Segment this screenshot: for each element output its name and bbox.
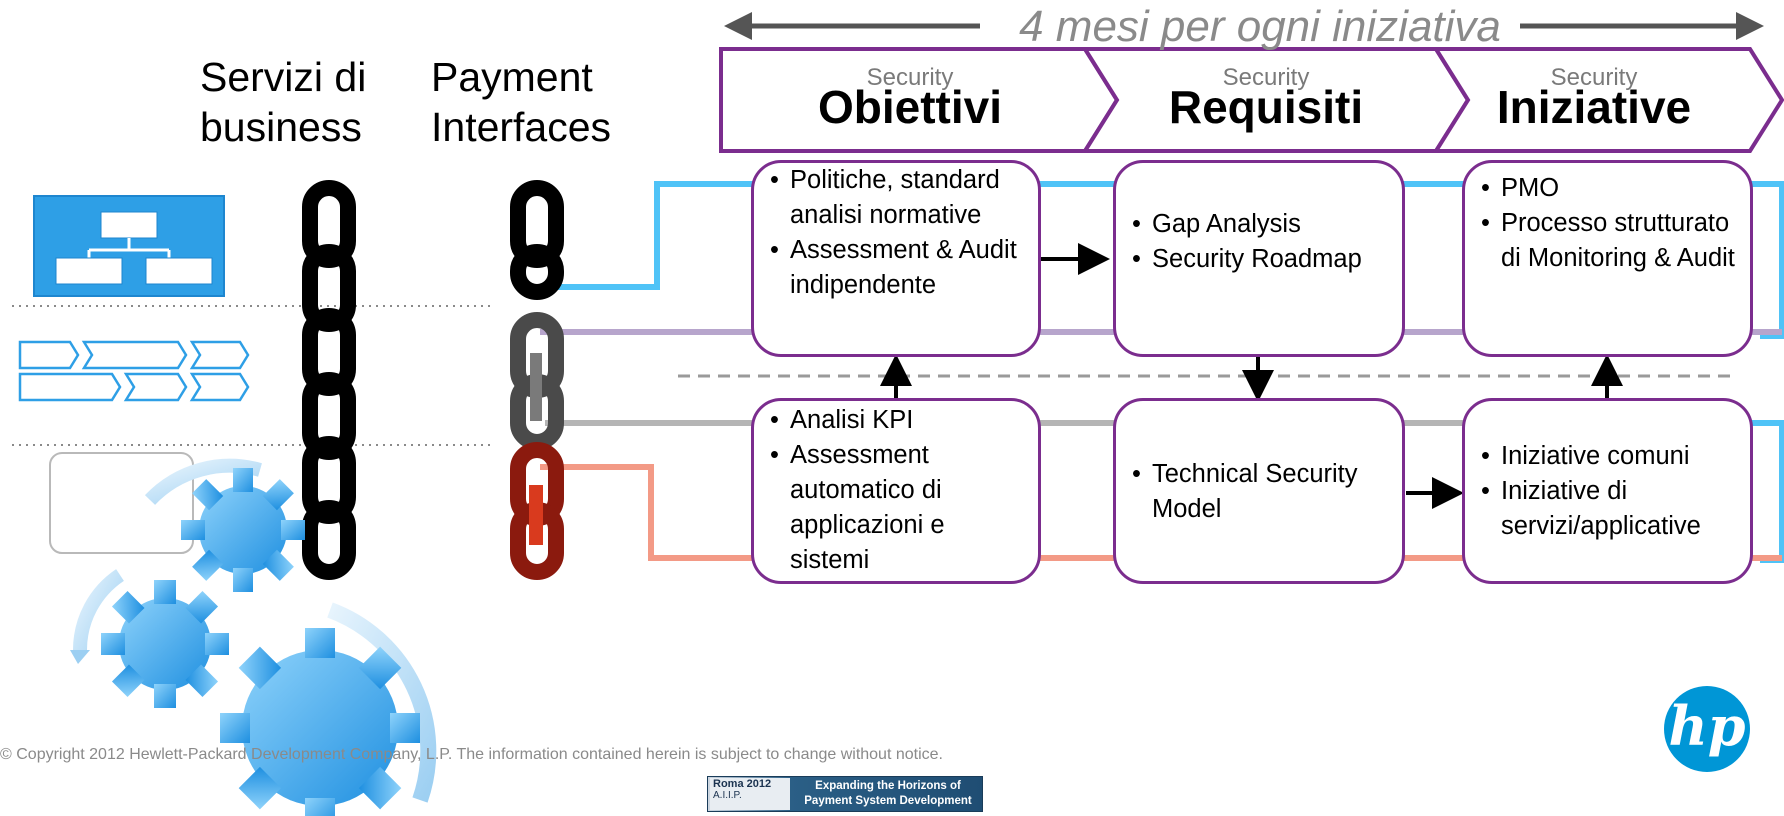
column-header-services-line2: business	[200, 104, 362, 150]
org-chart-icon	[33, 195, 225, 297]
phase-requisiti: Security Requisiti	[1116, 58, 1416, 148]
phase-obiettivi-small: Security	[866, 64, 954, 91]
phase-obiettivi: Security Obiettivi	[760, 58, 1060, 148]
phase-iniziative-title: Iniziative	[1496, 81, 1692, 133]
flow-line-gray-end	[1752, 420, 1784, 563]
box-requisiti-top: Gap Analysis Security Roadmap	[1113, 160, 1405, 357]
banner-right-panel: Expanding the Horizons of Payment System…	[794, 779, 982, 809]
flow-line-blue-end	[1752, 181, 1784, 339]
phase-iniziative: Security Iniziative	[1444, 58, 1744, 148]
timeline-arrow	[724, 12, 1764, 40]
box-obiettivi-bottom-item: Assessment automatico di applicazioni e …	[768, 438, 1024, 578]
box-obiettivi-top: Politiche, standard analisi normative As…	[751, 160, 1041, 357]
left-chain	[302, 180, 356, 580]
banner-left-panel: Roma 2012 A.I.I.P.	[710, 778, 790, 810]
column-header-services-line1: Servizi di	[200, 54, 367, 100]
phase-requisiti-title: Requisiti	[1168, 81, 1364, 133]
box-requisiti-top-item: Gap Analysis	[1130, 207, 1388, 242]
box-requisiti-bottom-item: Technical Security Model	[1130, 457, 1388, 527]
box-iniziative-bottom-item: Iniziative comuni	[1479, 439, 1736, 474]
gears-icon	[49, 452, 437, 816]
banner-left-line1: Roma 2012	[713, 778, 772, 790]
phase-chevrons	[719, 47, 1784, 153]
column-header-payment-line1: Payment	[431, 54, 593, 100]
copyright-notice: © Copyright 2012 Hewlett-Packard Develop…	[0, 746, 943, 763]
box-arrows	[880, 243, 1623, 509]
column-header-payment-line2: Interfaces	[431, 104, 612, 150]
banner-left-line2: A.I.I.P.	[713, 790, 742, 801]
chain-red-link-inner	[529, 485, 543, 545]
box-obiettivi-top-item: Politiche, standard analisi normative	[768, 163, 1024, 233]
timeline-duration-label: 4 mesi per ogni iniziativa	[1019, 2, 1501, 51]
conference-banner: Roma 2012 A.I.I.P. Expanding the Horizon…	[707, 776, 983, 812]
box-iniziative-bottom-item: Iniziative di servizi/applicative	[1479, 474, 1736, 544]
column-headers: Servizi di Payment business Interfaces	[200, 52, 611, 152]
banner-right-line1: Expanding the Horizons of	[815, 780, 961, 792]
box-iniziative-top-item: PMO	[1479, 171, 1736, 206]
chain-gray-link-inner	[530, 353, 542, 421]
row-separators	[12, 305, 1735, 446]
box-iniziative-top: PMO Processo strutturato di Monitoring &…	[1462, 160, 1753, 357]
hp-logo: hp	[1664, 686, 1750, 772]
phase-chevron-iniziative	[1432, 47, 1784, 153]
box-iniziative-bottom: Iniziative comuni Iniziative di servizi/…	[1462, 398, 1753, 584]
phase-iniziative-small: Security	[1550, 64, 1638, 91]
box-obiettivi-top-item: Assessment & Audit indipendente	[768, 233, 1024, 303]
box-requisiti-top-item: Security Roadmap	[1130, 242, 1388, 277]
phase-requisiti-small: Security	[1222, 64, 1310, 91]
phase-obiettivi-title: Obiettivi	[817, 81, 1003, 133]
banner-right-line2: Payment System Development	[804, 795, 972, 807]
process-flow-icon	[18, 340, 250, 402]
box-obiettivi-bottom: Analisi KPI Assessment automatico di app…	[751, 398, 1041, 584]
box-requisiti-bottom: Technical Security Model	[1113, 398, 1405, 584]
box-iniziative-top-item: Processo strutturato di Monitoring & Aud…	[1479, 206, 1736, 276]
box-obiettivi-bottom-item: Analisi KPI	[768, 403, 1024, 438]
